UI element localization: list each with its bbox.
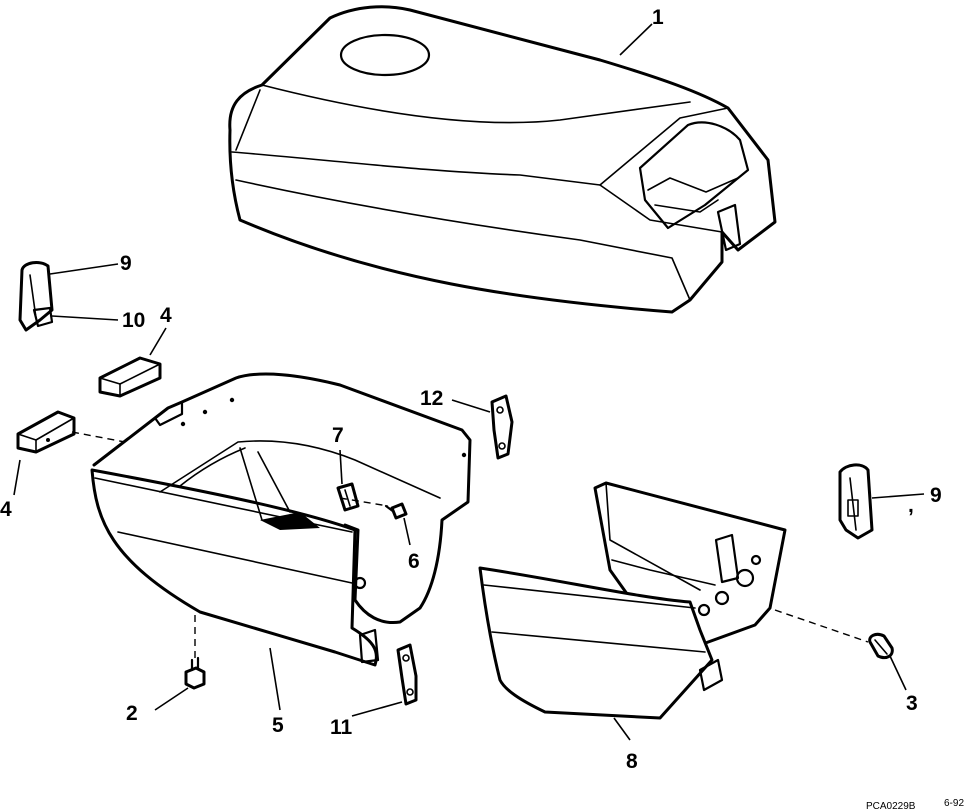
rear-vent-recess [638, 121, 750, 230]
callout-12: 12 [420, 387, 443, 410]
cover-latch-tab [716, 203, 742, 252]
screw [384, 502, 408, 520]
callout-8: 8 [626, 750, 638, 773]
assembly-lines [71, 431, 869, 658]
callout-2: 2 [126, 702, 138, 725]
lever-clip [32, 306, 54, 328]
callout-labels: 1 2 3 4 4 5 6 7 8 9 9 10 11 12 , [0, 6, 942, 773]
figure-code: PCA0229B [866, 801, 916, 812]
latch-lever-right [838, 463, 874, 540]
callout-6: 6 [408, 550, 420, 573]
right-lower-cover [478, 481, 787, 720]
callout-10: 10 [122, 309, 145, 332]
upper-bracket [490, 394, 514, 460]
bolt-left [184, 656, 206, 690]
left-lower-cover [90, 372, 472, 667]
callout-9-right: 9 [930, 484, 942, 507]
latch-block-upper [98, 356, 162, 398]
latch-block-lower [16, 410, 76, 454]
cap-plug [868, 632, 894, 660]
callout-3: 3 [906, 692, 918, 715]
leader-lines [13, 23, 925, 741]
figure-date: 6-92 [944, 798, 964, 809]
callout-4-upper: 4 [160, 304, 172, 327]
callout-9-left: 9 [120, 252, 132, 275]
stray-comma: , [908, 494, 914, 517]
callout-7: 7 [332, 424, 344, 447]
cover-opening [339, 33, 431, 77]
callout-5: 5 [272, 714, 284, 737]
figure-footer: PCA0229B 6-92 [866, 798, 964, 812]
callout-11: 11 [330, 716, 353, 739]
callout-1: 1 [652, 6, 664, 29]
upper-engine-cover [228, 5, 777, 314]
callout-4-lower: 4 [0, 498, 12, 521]
lower-bracket [396, 643, 418, 706]
small-clip [336, 482, 360, 512]
